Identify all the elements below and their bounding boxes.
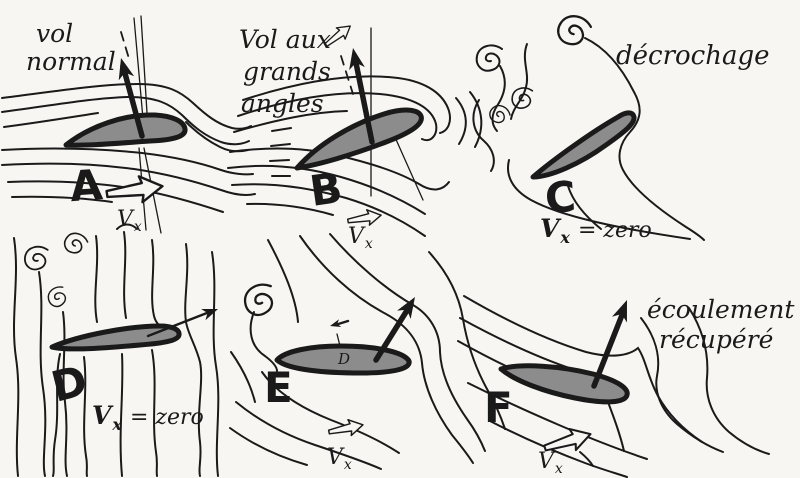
panel-e: D E Vx [229, 233, 506, 473]
panel-f: écoulement récupéré F Vx [457, 295, 795, 478]
airfoil-mark-e: D [337, 350, 350, 368]
turbulence-c [472, 9, 705, 241]
caption-f-line2: récupéré [659, 325, 774, 354]
airfoil-a [63, 112, 188, 148]
caption-c: décrochage [616, 41, 770, 71]
airfoil-b [294, 107, 424, 171]
vx-label-b: Vx [348, 224, 373, 252]
caption-b-line2: grands [243, 57, 331, 86]
streamlines-d [13, 223, 220, 477]
vx-zero-label-c: Vx= zero [540, 214, 652, 247]
panel-b: Vol aux grands angles B Vx [227, 19, 483, 252]
panel-a: vol normal A Vx [1, 15, 256, 235]
airfoil-d [49, 323, 182, 352]
chord-tick-e [336, 333, 341, 347]
panel-d: D Vx= zero [13, 223, 221, 477]
airfoil-c [530, 110, 637, 180]
streamlines-e [229, 233, 506, 470]
vx-label-a: Vx [117, 207, 142, 235]
reference-lines-a [120, 15, 162, 234]
lift-arrow-a [113, 55, 145, 139]
lift-arrow-b [345, 46, 375, 145]
panel-label-b: B [307, 163, 346, 216]
panel-label-e: E [264, 363, 293, 412]
vx-label-f: Vx [538, 449, 563, 477]
turbulence-d [24, 228, 90, 310]
trajectory-arrow-d [146, 303, 221, 338]
caption-b-line3: angles [241, 89, 324, 118]
caption-f-line1: écoulement [647, 295, 795, 324]
vx-label-e: Vx [327, 445, 352, 473]
caption-a-line2: normal [26, 47, 116, 76]
panel-label-f: F [484, 383, 513, 432]
streamlines-b [227, 75, 483, 237]
relative-wind-arrow-e [328, 319, 350, 330]
airfoil-f [498, 363, 630, 405]
panel-c: décrochage C Vx= zero [472, 9, 770, 247]
lift-arrow-f [591, 297, 635, 389]
lift-arrow-e [373, 292, 422, 363]
panel-label-c: C [543, 172, 577, 223]
airfoil-e [274, 343, 412, 376]
vx-zero-label-d: Vx= zero [92, 401, 204, 434]
panel-label-a: A [68, 160, 104, 211]
caption-a-line1: vol [36, 19, 73, 48]
turbulence-e [240, 281, 279, 372]
caption-b-line1: Vol aux [239, 25, 331, 54]
